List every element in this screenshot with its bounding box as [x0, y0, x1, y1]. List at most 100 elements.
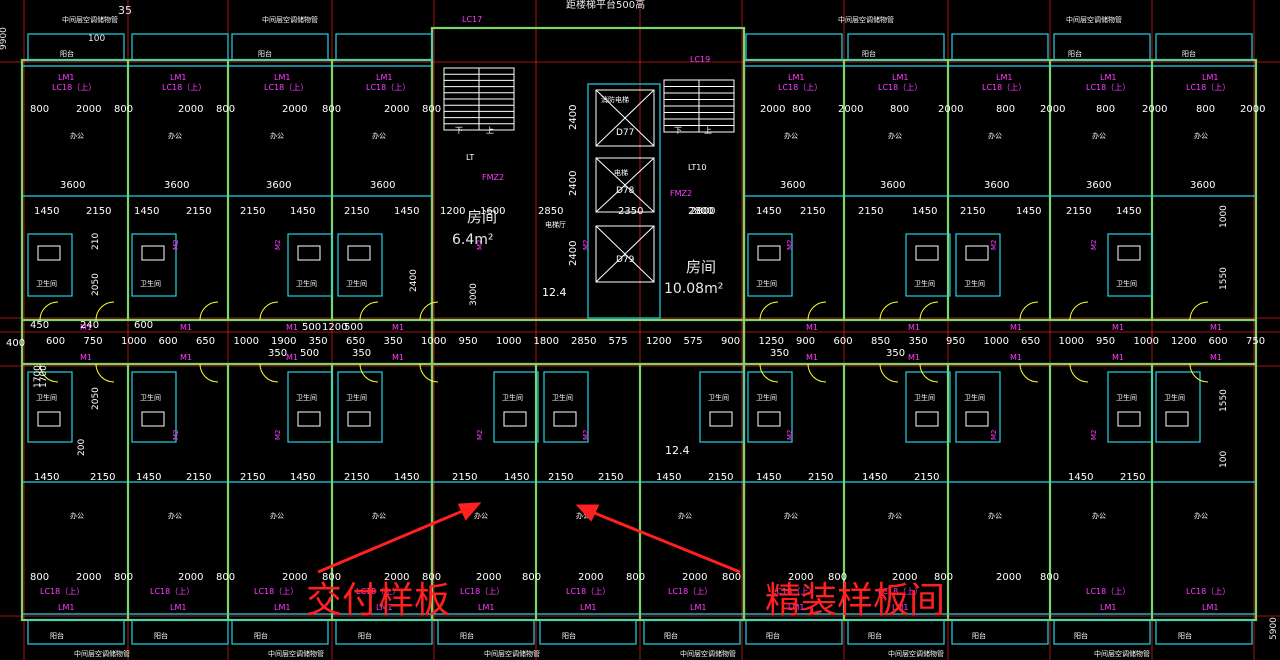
- window-tag-lower-5: LC18（上）: [566, 587, 610, 596]
- door-tag-m1-lower-8: M1: [1210, 353, 1222, 362]
- arrow-jingzhuang: [591, 510, 741, 574]
- room-tag-lower-2: LM1: [274, 603, 290, 612]
- dim-vertical-misc-8: 1550: [1219, 389, 1229, 412]
- lc19-tag: LC19: [690, 55, 710, 64]
- dim-vertical-2400-1: 2400: [568, 171, 579, 196]
- office-label-lower-6: 办公: [678, 511, 692, 520]
- balcony-bottom-4: [437, 619, 535, 645]
- bathroom-lower-6: [699, 371, 745, 443]
- dim-corridor-3: 600: [159, 336, 178, 347]
- door-arc-lower-12: [1189, 363, 1209, 383]
- toilet-label-lower-2: 卫生间: [296, 393, 317, 402]
- fmz2-tag-1: FMZ2: [482, 173, 504, 182]
- door-tag-m1-lower-5: M1: [908, 353, 920, 362]
- dim-800-2000-lower-12: 800: [626, 572, 645, 583]
- window-tag-upper-0: LC18（上）: [52, 83, 96, 92]
- dim-corridor-b-6: 350: [770, 348, 789, 359]
- door-tag-m1-upper-0: M1: [80, 323, 92, 332]
- dim-1450-2150-lower-0: 1450: [34, 472, 59, 483]
- dim-vertical-misc-9: 100: [1219, 451, 1229, 468]
- door-tag-m2-upper-4: M2: [786, 240, 794, 251]
- room-tag-upper-0: LM1: [58, 73, 74, 82]
- annotation-jiaofu-yangban: 交付样板: [306, 580, 450, 621]
- toilet-lower-4: [503, 411, 527, 427]
- room-tag-lower-10: LM1: [1202, 603, 1218, 612]
- window-tag-lower-8: LC18（上）: [878, 587, 922, 596]
- bathroom-upper-2: [287, 233, 333, 297]
- dim-3600-5: 3600: [880, 180, 905, 191]
- room-tag-upper-7: LM1: [1100, 73, 1116, 82]
- balcony-label-bottom-9: 阳台: [972, 631, 986, 640]
- door-tag-m2-lower-2: M2: [476, 430, 484, 441]
- room-tag-lower-6: LM1: [690, 603, 706, 612]
- room-label-2: 房间: [686, 258, 716, 276]
- aircon-label-bottom-5: 中间层空调储物管: [1094, 649, 1150, 658]
- toilet-label-upper-6: 卫生间: [964, 279, 985, 288]
- balcony-label-bottom-5: 阳台: [562, 631, 576, 640]
- door-arc-lower-11: [1069, 363, 1089, 383]
- dim-corridor-21: 600: [834, 336, 853, 347]
- dim-vertical-misc-0: 210: [91, 233, 101, 250]
- door-tag-m1-lower-1: M1: [180, 353, 192, 362]
- toilet-label-upper-5: 卫生间: [914, 279, 935, 288]
- toilet-upper-7: [1117, 245, 1141, 261]
- annotation-jingzhuang-yangbanjian: 精装样板间: [765, 580, 945, 621]
- stair-down-1: 下: [455, 126, 463, 135]
- dim-1450-2150-upper-9: 1600: [480, 206, 505, 217]
- lt10-tag: LT10: [688, 163, 706, 172]
- door-arc-lower-1: [95, 363, 115, 383]
- toilet-lower-9: [965, 411, 989, 427]
- office-label-lower-7: 办公: [784, 511, 798, 520]
- toilet-label-lower-9: 卫生间: [964, 393, 985, 402]
- dim-800-2000-upper-11: 2000: [838, 104, 863, 115]
- dim-800-2000-upper-6: 800: [322, 104, 341, 115]
- window-tag-upper-5: LC18（上）: [878, 83, 922, 92]
- door-arc-upper-7: [807, 301, 827, 321]
- dim-corridor-11: 950: [459, 336, 478, 347]
- dim-1450-2150-upper-18: 2150: [1066, 206, 1091, 217]
- window-tag-upper-4: LC18（上）: [778, 83, 822, 92]
- balcony-bottom-2: [231, 619, 329, 645]
- dim-800-2000-lower-20: 800: [1040, 572, 1059, 583]
- bathroom-upper-1: [131, 233, 177, 297]
- toilet-lower-7: [757, 411, 781, 427]
- bathroom-lower-3: [337, 371, 383, 443]
- aircon-label-bottom-1: 中间层空调储物管: [268, 649, 324, 658]
- window-tag-upper-8: LC18（上）: [1186, 83, 1230, 92]
- elevator-x2-0: [595, 89, 655, 147]
- room-area-2: 10.08m²: [664, 281, 723, 297]
- office-label-upper-3: 办公: [372, 131, 386, 140]
- bathroom-upper-3: [337, 233, 383, 297]
- dim-1450-2150-upper-14: 2150: [858, 206, 883, 217]
- dim-800-2000-upper-7: 2000: [384, 104, 409, 115]
- dim-800-2000-lower-0: 800: [30, 572, 49, 583]
- dim-corridor-15: 575: [609, 336, 628, 347]
- dim-800-2000-upper-5: 2000: [282, 104, 307, 115]
- dim-800-2000-upper-17: 2000: [1142, 104, 1167, 115]
- dim-vertical-misc-3: 2050: [91, 273, 101, 296]
- dim-corridor-23: 350: [909, 336, 928, 347]
- door-arc-upper-1: [95, 301, 115, 321]
- d77-tag: D77: [616, 128, 634, 138]
- balcony-bottom-11: [1155, 619, 1253, 645]
- dim-corridor-19: 1250: [759, 336, 784, 347]
- dim-corridor-27: 1000: [1059, 336, 1084, 347]
- dim-800-2000-upper-4: 800: [216, 104, 235, 115]
- balcony-top-11: [1155, 33, 1253, 61]
- dim-1450-2150-lower-11: 2150: [598, 472, 623, 483]
- toilet-label-upper-2: 卫生间: [296, 279, 317, 288]
- dim-small-0: 2350: [618, 206, 643, 217]
- dim-800-2000-lower-1: 2000: [76, 572, 101, 583]
- door-tag-m2-lower-5: M2: [990, 430, 998, 441]
- balcony-top-1: [131, 33, 229, 61]
- d79-tag: D79: [616, 255, 635, 265]
- dim-vertical-misc-5: 1700: [33, 365, 43, 388]
- aircon-label-top-2: 中间层空调储物管: [838, 15, 894, 24]
- lc17-tag: LC17: [462, 15, 482, 24]
- balcony-label-bottom-8: 阳台: [868, 631, 882, 640]
- balcony-label-bottom-0: 阳台: [50, 631, 64, 640]
- balcony-bottom-10: [1053, 619, 1151, 645]
- door-arc-upper-10: [1019, 301, 1039, 321]
- dim-vertical-misc-6: 2050: [91, 387, 101, 410]
- window-tag-lower-1: LC18（上）: [150, 587, 194, 596]
